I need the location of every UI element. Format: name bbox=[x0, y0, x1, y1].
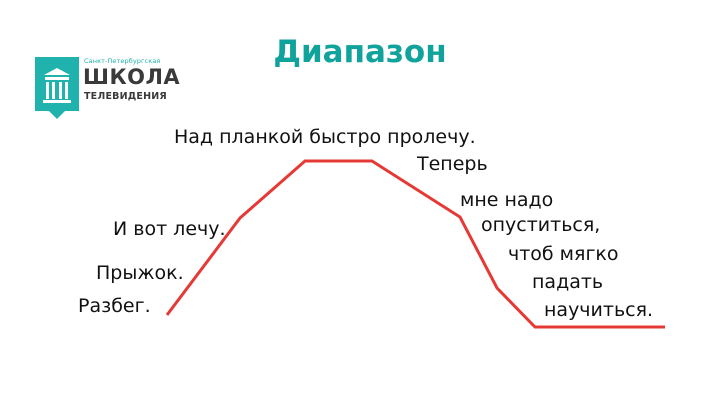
label-flying: И вот лечу. bbox=[113, 218, 226, 240]
label-softly: чтоб мягко bbox=[508, 243, 619, 265]
logo-subtitle: Санкт-Петербургская bbox=[84, 57, 161, 65]
label-fall: падать bbox=[532, 271, 604, 293]
page-title: Диапазон bbox=[273, 34, 447, 70]
label-jump: Прыжок. bbox=[96, 262, 184, 284]
building-columns-icon bbox=[35, 57, 79, 119]
label-run-up: Разбег. bbox=[78, 295, 151, 317]
label-learn: научиться. bbox=[544, 299, 654, 321]
label-descend: опуститься, bbox=[481, 214, 601, 236]
logo: Санкт-Петербургская ШКОЛА ТЕЛЕВИДЕНИЯ bbox=[35, 55, 180, 119]
logo-television: ТЕЛЕВИДЕНИЯ bbox=[84, 91, 167, 102]
label-need: мне надо bbox=[460, 189, 554, 211]
range-line bbox=[165, 159, 665, 329]
logo-school: ШКОЛА bbox=[83, 65, 181, 89]
label-over-bar: Над планкой быстро пролечу. bbox=[174, 126, 476, 148]
label-now: Теперь bbox=[417, 153, 488, 175]
